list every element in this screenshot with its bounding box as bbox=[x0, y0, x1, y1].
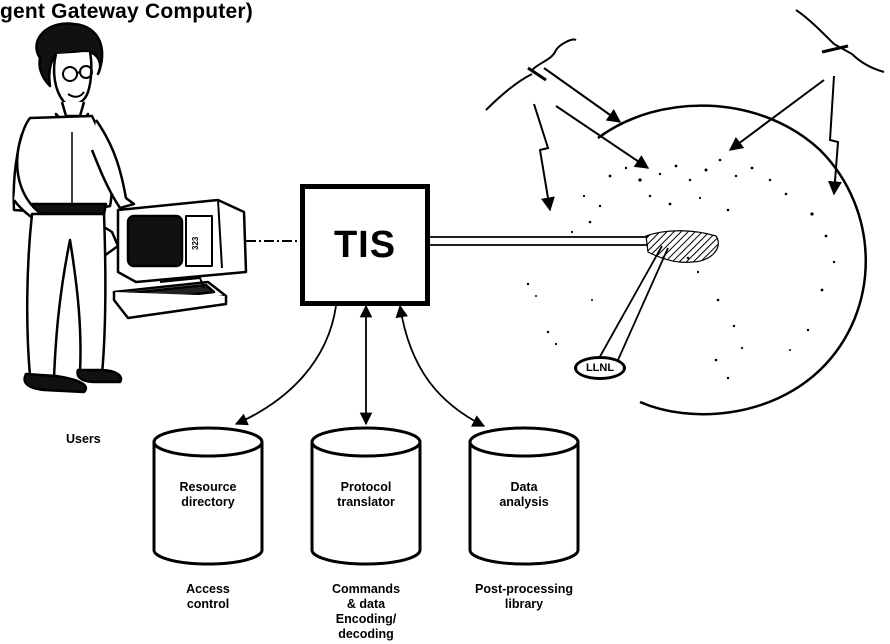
arrow-tis-to-data-analysis bbox=[395, 304, 486, 427]
llnl-pointer-right bbox=[617, 247, 669, 361]
db-name-data-analysis: Data analysis bbox=[499, 480, 549, 509]
signal-arrow-4 bbox=[827, 75, 842, 196]
terminal-code-text: 323 bbox=[191, 236, 200, 250]
caption-access-control: Access control bbox=[186, 582, 230, 611]
globe-illustration bbox=[526, 104, 867, 416]
db-name-resource-directory: Resource directory bbox=[179, 480, 237, 509]
signal-arrow-5 bbox=[543, 67, 622, 123]
db-name-protocol-translator: Protocol translator bbox=[337, 480, 395, 509]
db-cylinder-data-analysis bbox=[468, 426, 580, 566]
tis-box: TIS bbox=[300, 184, 430, 306]
satellite-right-illustration bbox=[795, 9, 885, 73]
db-cylinder-protocol-translator bbox=[310, 426, 422, 566]
llnl-pointer-left bbox=[597, 245, 663, 361]
users-label: Users bbox=[66, 432, 101, 446]
db-cylinder-resource-directory bbox=[152, 426, 264, 566]
satellite-left-illustration bbox=[485, 38, 577, 111]
llnl-label: LLNL bbox=[574, 356, 626, 380]
signal-arrow-1 bbox=[555, 105, 650, 169]
caption-encoding-decoding: Encoding/ decoding bbox=[335, 612, 397, 641]
arrow-tis-to-resource-directory bbox=[234, 305, 337, 426]
computer-terminal-illustration bbox=[112, 198, 248, 320]
caption-post-processing-library: Post-processing library bbox=[475, 582, 573, 611]
signal-arrow-2 bbox=[533, 103, 555, 212]
caption-commands-data: Commands & data bbox=[331, 582, 401, 611]
diagram-title: gent Gateway Computer) bbox=[0, 0, 253, 23]
user-figure-illustration bbox=[12, 22, 136, 394]
signal-arrow-3 bbox=[728, 79, 825, 151]
